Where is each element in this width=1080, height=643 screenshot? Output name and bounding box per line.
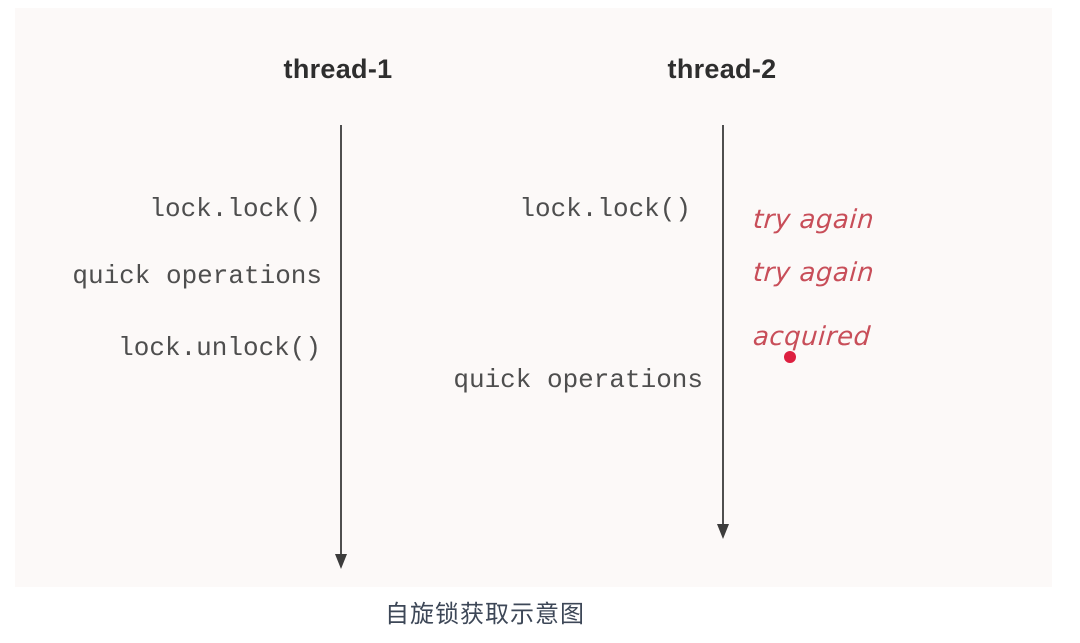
diagram-panel: thread-1 thread-2 lock.lock() quick oper… — [15, 8, 1052, 587]
thread-1-arrowhead-icon — [335, 554, 347, 569]
thread-2-timeline-arrow — [722, 125, 724, 525]
acquired-marker-dot — [784, 351, 796, 363]
thread-1-timeline-arrow — [340, 125, 342, 555]
annotation-try-again-2: try again — [751, 258, 876, 288]
annotation-acquired: acquired — [751, 322, 872, 352]
thread-2-arrowhead-icon — [717, 524, 729, 539]
thread-1-step-unlock: lock.unlock() — [118, 333, 321, 363]
annotation-try-again-1: try again — [751, 205, 876, 235]
thread-1-step-quick-operations: quick operations — [72, 261, 322, 291]
diagram-caption: 自旋锁获取示意图 — [385, 601, 585, 628]
thread-2-header: thread-2 — [667, 54, 777, 84]
thread-2-step-quick-operations: quick operations — [453, 365, 703, 395]
thread-2-step-lock: lock.lock() — [519, 194, 691, 224]
thread-1-step-lock: lock.lock() — [149, 194, 321, 224]
thread-1-header: thread-1 — [283, 54, 393, 84]
